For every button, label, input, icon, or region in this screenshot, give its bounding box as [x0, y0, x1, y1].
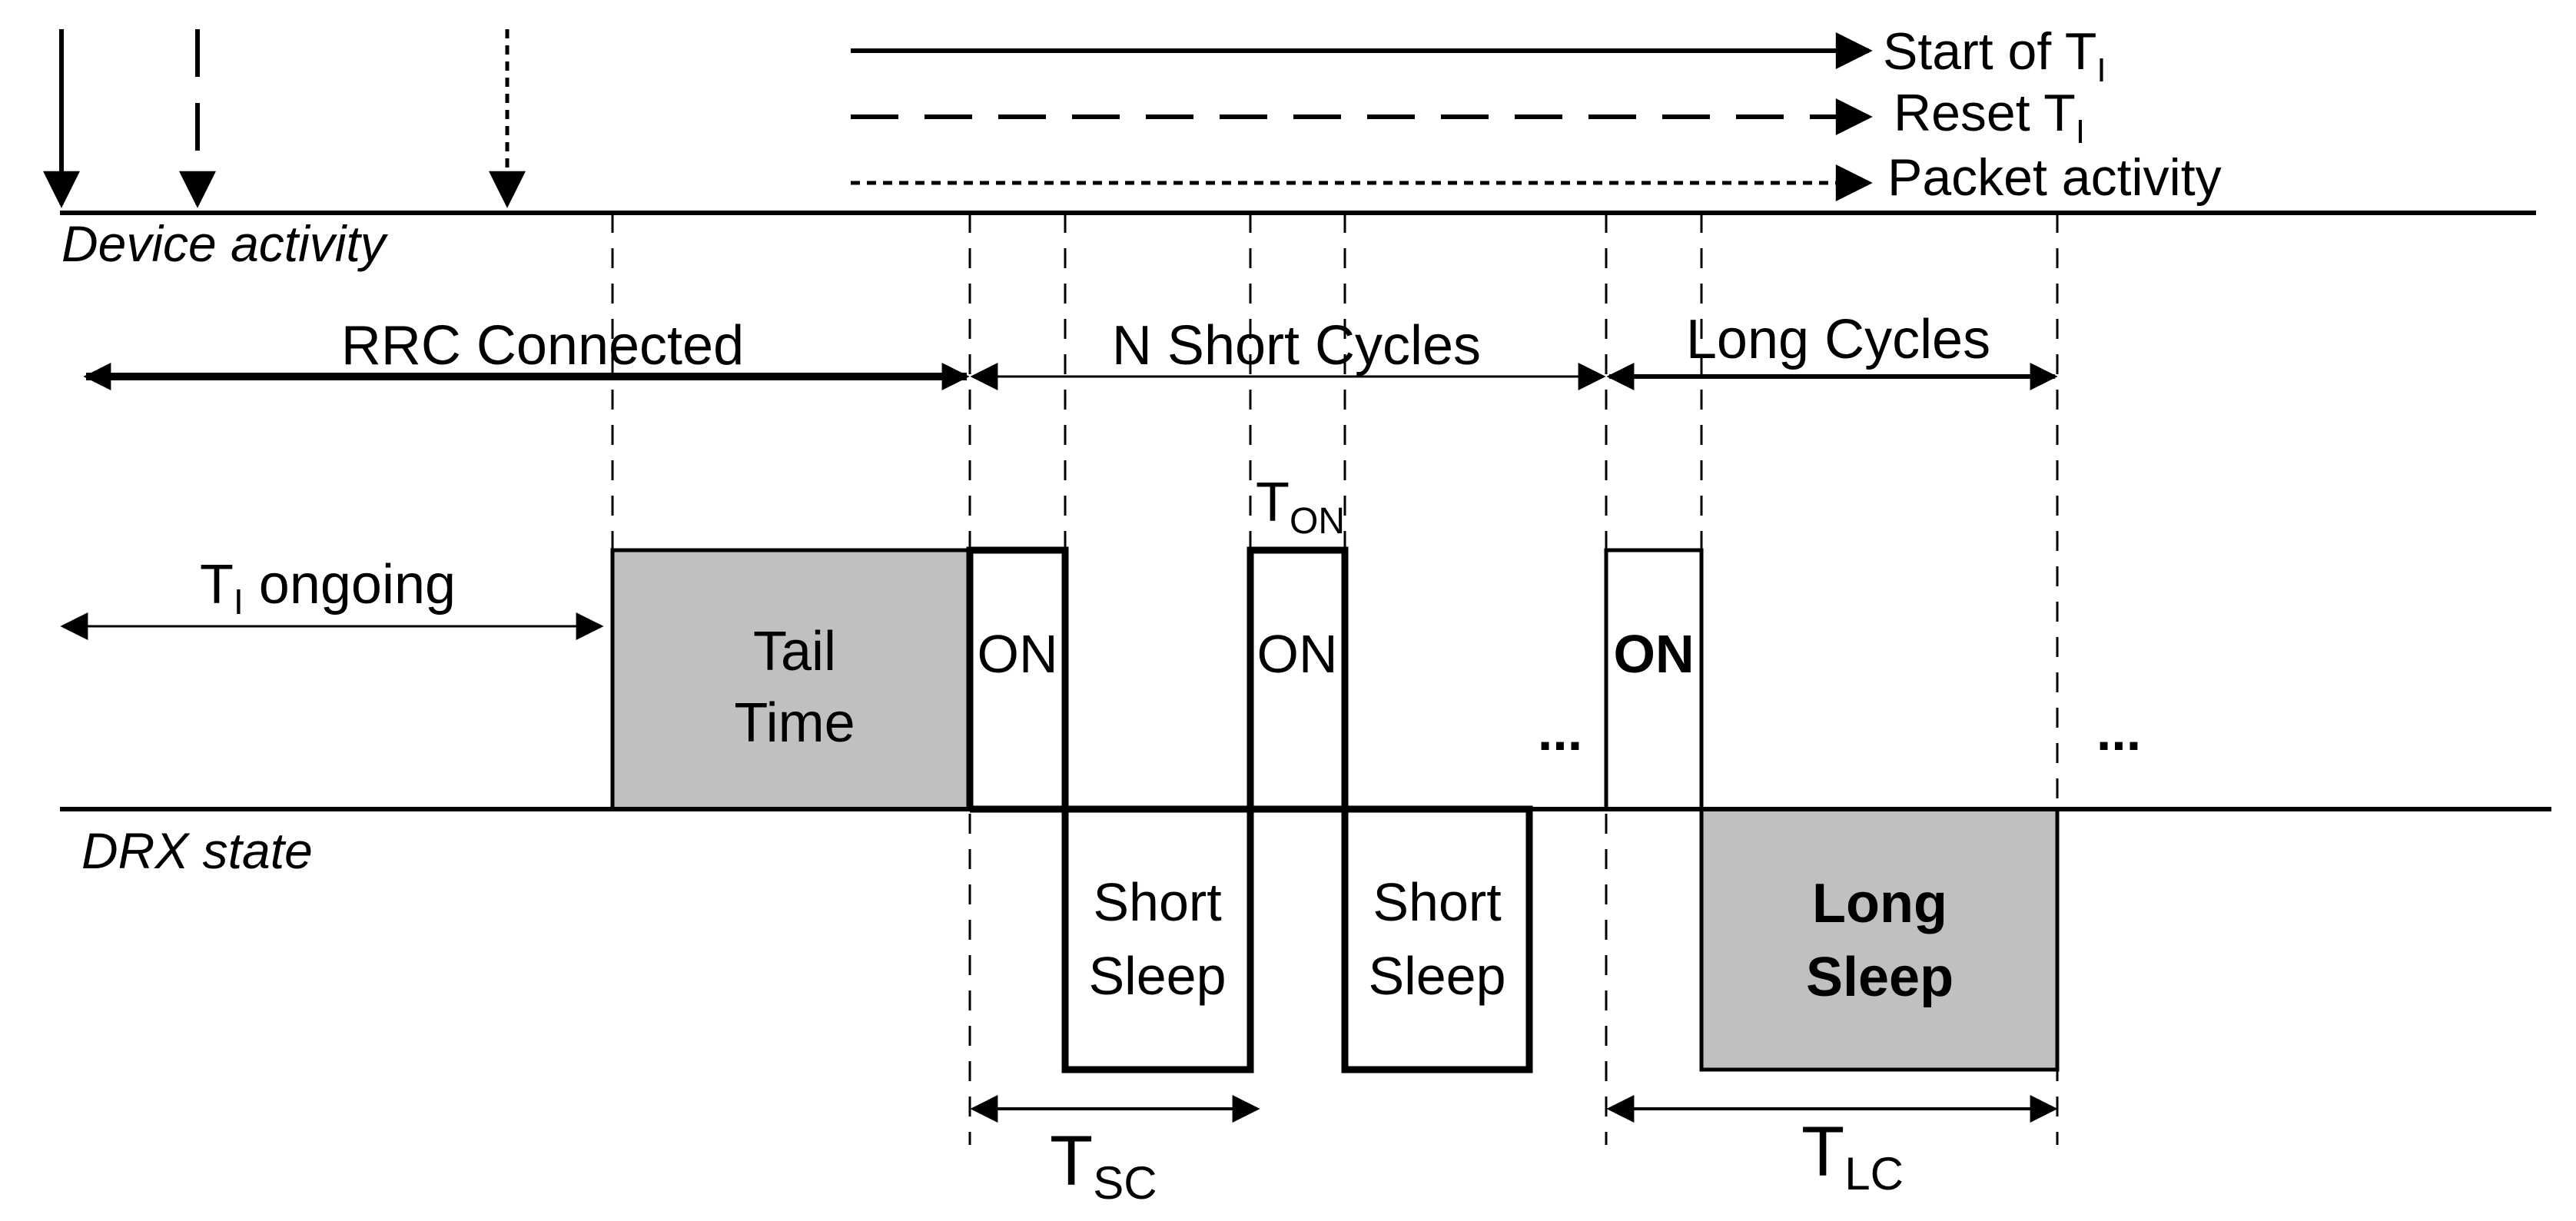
- short-sleep-1-line1: Short: [1093, 872, 1221, 932]
- long-sleep-line1: Long: [1812, 873, 1947, 934]
- ellipsis-2: ...: [2096, 702, 2141, 761]
- short-cycle-waveform: [966, 546, 1533, 1073]
- legend-packet-label: Packet activity: [1887, 148, 2222, 207]
- on-label-2: ON: [1257, 624, 1338, 684]
- device-activity-label: Device activity: [61, 215, 389, 272]
- long-sleep-line2: Sleep: [1806, 947, 1954, 1008]
- on-label-3: ON: [1614, 624, 1695, 684]
- t-sc-label: TSC: [1050, 1122, 1157, 1209]
- n-short-cycles-label: N Short Cycles: [1112, 315, 1481, 377]
- drx-state-label: DRX state: [81, 822, 313, 879]
- long-cycle-on-pulse: [1604, 548, 1704, 809]
- long-cycles-label: Long Cycles: [1686, 309, 1990, 370]
- rrc-connected-label: RRC Connected: [341, 315, 744, 377]
- short-sleep-2-line2: Sleep: [1368, 946, 1505, 1006]
- long-sleep-block: [1699, 807, 2060, 1072]
- tail-time-block: [610, 548, 972, 811]
- on-label-1: ON: [978, 624, 1058, 684]
- tail-time-label-line1: Tail: [753, 621, 836, 682]
- ti-ongoing-label: TI ongoing: [200, 554, 456, 622]
- legend-start-label: Start of TI: [1883, 22, 2106, 89]
- t-lc-label: TLC: [1801, 1113, 1904, 1199]
- legend-reset-label: Reset TI: [1894, 84, 2085, 151]
- tail-time-label-line2: Time: [734, 692, 855, 754]
- t-on-label: TON: [1256, 472, 1345, 542]
- ellipsis-1: ...: [1538, 702, 1582, 761]
- short-sleep-2-line1: Short: [1373, 872, 1501, 932]
- short-sleep-1-line2: Sleep: [1088, 946, 1226, 1006]
